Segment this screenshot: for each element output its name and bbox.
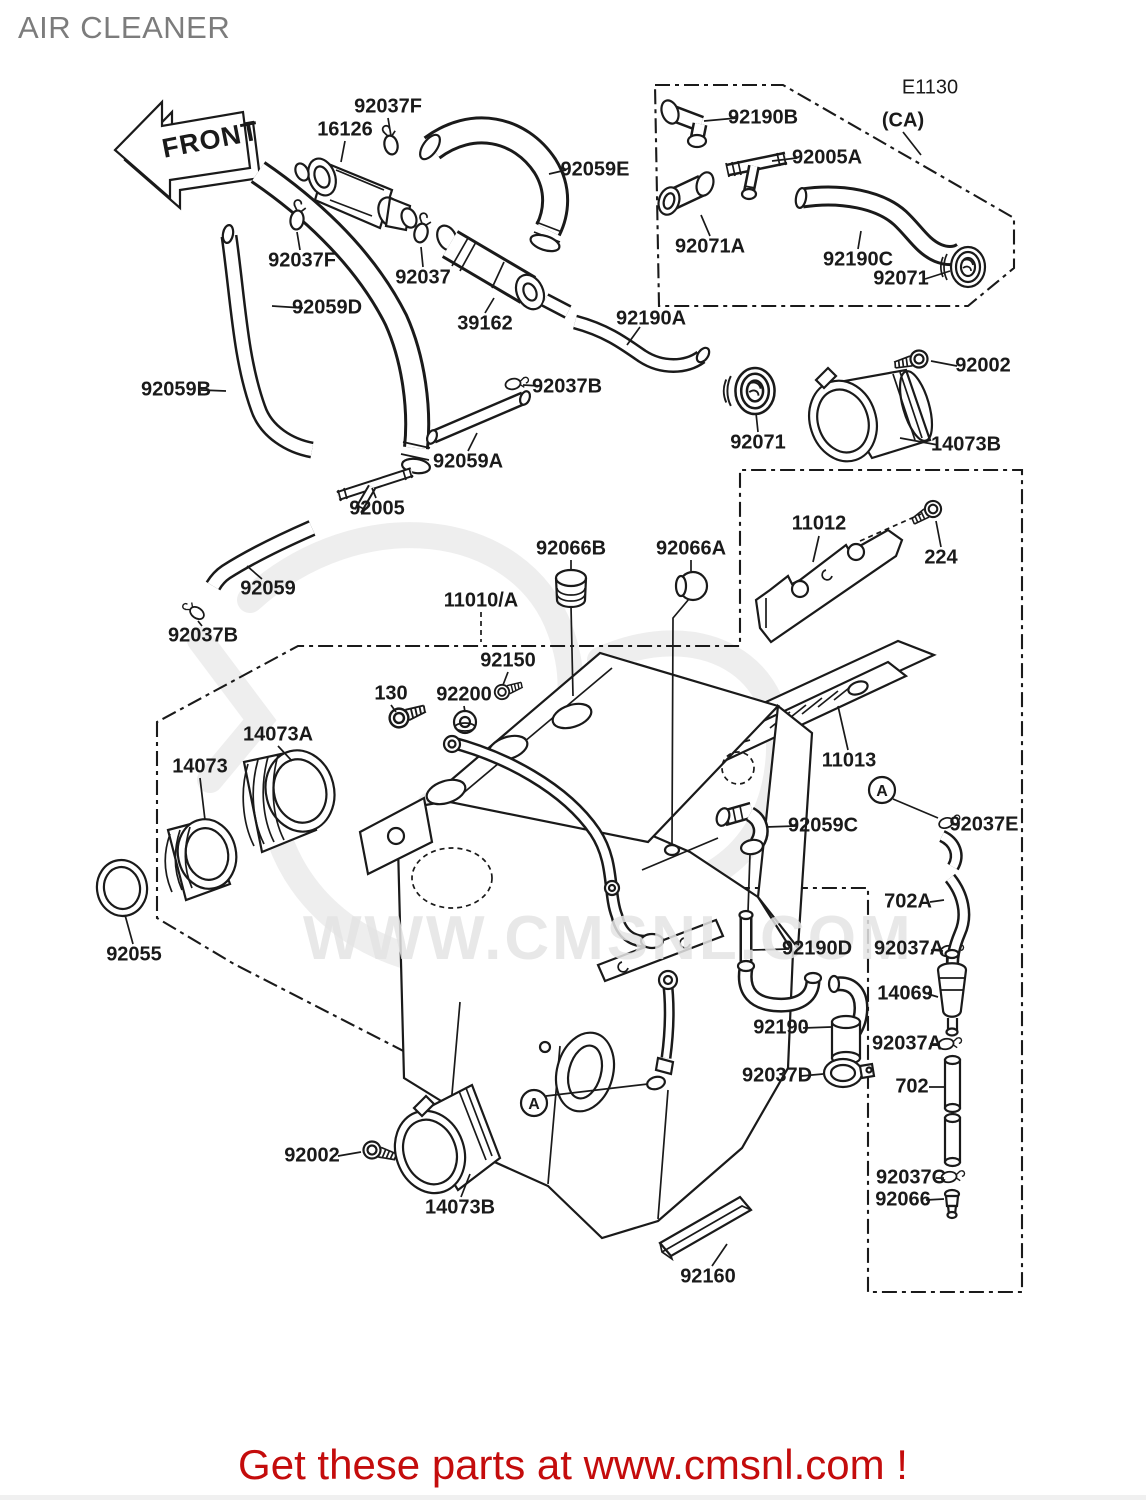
duct-14073b-bottom-drawing: [393, 1083, 502, 1195]
part-label-11013-33: 11013: [821, 749, 877, 772]
fitting-92059c-drawing: [715, 801, 769, 962]
hose-92059d-drawing: [250, 161, 431, 475]
hose-92190-drawing: [827, 974, 869, 1066]
part-label-92059b-13: 92059B: [140, 378, 212, 401]
ref-marker-a2: A: [519, 1088, 549, 1118]
pipe-92059a-drawing: [425, 390, 532, 445]
svg-text:A: A: [876, 783, 888, 800]
part-label-92190c-6: 92190C: [822, 248, 894, 271]
part-label-11012-20: 11012: [791, 512, 847, 535]
part-label-92071-18: 92071: [730, 431, 786, 454]
part-label-92059e-2: 92059E: [560, 158, 630, 181]
part-label-92066-45: 92066: [875, 1188, 931, 1211]
pad-92160-drawing: [658, 1195, 753, 1262]
part-label-92190b-3: 92190B: [727, 106, 799, 129]
part-label-92037c-44: 92037C: [875, 1166, 947, 1189]
part-label-92059-28: 92059: [240, 577, 296, 600]
housing-11010-drawing: [358, 651, 814, 1240]
page-title: AIR CLEANER: [18, 10, 231, 45]
part-label-130-26: 130: [374, 682, 408, 705]
part-label-702-43: 702: [895, 1075, 929, 1098]
part-label-92037a-38: 92037A: [873, 937, 945, 960]
part-label-11010a-24: 11010/A: [443, 589, 519, 612]
variant-ca-label: (CA): [881, 109, 925, 132]
elbow-92190b-drawing: [660, 99, 708, 149]
leader-lines: [124, 117, 958, 1267]
part-label-92059c-34: 92059C: [787, 814, 859, 837]
part-label-92059a-15: 92059A: [432, 450, 504, 473]
part-label-92190d-37: 92190D: [781, 937, 853, 960]
part-label-92037b-14: 92037B: [531, 375, 603, 398]
part-label-92160-48: 92160: [680, 1265, 736, 1288]
hose-92190c-drawing: [794, 185, 968, 266]
footer-banner: Get these parts at www.cmsnl.com !: [238, 1441, 908, 1488]
part-label-16126-1: 16126: [317, 118, 373, 141]
part-label-92037e-35: 92037E: [949, 813, 1019, 836]
hose-92190d-drawing: [736, 959, 823, 1013]
hose-92059b-drawing: [220, 223, 314, 459]
part-label-92005-16: 92005: [349, 497, 405, 520]
main-assembly-box: [155, 468, 1024, 1294]
hose-92059e-drawing: [419, 116, 570, 253]
part-label-92071a-5: 92071A: [674, 235, 746, 258]
part-label-14073-31: 14073: [172, 755, 228, 778]
part-label-92190-40: 92190: [753, 1016, 809, 1039]
part-label-92059d-9: 92059D: [291, 296, 363, 319]
part-label-92071-7: 92071: [873, 267, 929, 290]
hose-92059-drawing: [205, 520, 316, 591]
part-label-14069-39: 14069: [877, 982, 933, 1005]
nipple-92066-drawing: [943, 1188, 961, 1220]
fitting-92005-drawing: [336, 467, 414, 514]
duct-14073-drawing: [164, 818, 238, 902]
hose-92190a-drawing: [541, 293, 711, 373]
part-label-39162-11: 39162: [457, 312, 513, 335]
part-label-92066b-22: 92066B: [535, 537, 607, 560]
duct-14073b-right-drawing: [808, 366, 934, 463]
part-label-92150-25: 92150: [480, 649, 536, 672]
tube-702-drawing: [943, 1054, 962, 1168]
boundary-boxes: [155, 83, 1024, 1294]
part-label-224-21: 224: [924, 546, 958, 569]
part-label-14073b-19: 14073B: [930, 433, 1002, 456]
scan-edge-strip: [0, 1495, 1146, 1500]
part-label-92037a-41: 92037A: [871, 1032, 943, 1055]
part-label-14073b-47: 14073B: [424, 1196, 496, 1219]
part-label-92002-17: 92002: [955, 354, 1011, 377]
part-label-702a-36: 702A: [884, 890, 932, 913]
part-label-14073a-30: 14073A: [242, 723, 314, 746]
bracket-11012-drawing: [754, 528, 904, 644]
part-label-92037f-8: 92037F: [268, 249, 336, 272]
part-label-92066a-23: 92066A: [655, 537, 727, 560]
duct-14073a-drawing: [242, 749, 336, 854]
separator-14069-drawing: [936, 948, 968, 1037]
plug-92066a-drawing: [674, 570, 709, 602]
part-label-92002-46: 92002: [284, 1144, 340, 1167]
part-label-92005a-4: 92005A: [791, 146, 863, 169]
clamp-92037d-drawing: [822, 1057, 876, 1089]
front-arrow: FRONT: [113, 99, 261, 211]
ref-marker-a1: A: [867, 775, 897, 805]
svg-text:A: A: [528, 1096, 540, 1113]
part-label-92037b-29: 92037B: [167, 624, 239, 647]
part-label-92190a-12: 92190A: [615, 307, 687, 330]
valve-39162-drawing: [436, 224, 546, 311]
diagram-code-label: E1130: [901, 76, 959, 99]
part-label-92037-10: 92037: [395, 266, 451, 289]
ca-variant-box: [653, 83, 1016, 308]
sleeve-92071a-drawing: [657, 171, 715, 216]
part-label-92200-27: 92200: [436, 683, 492, 706]
part-label-92037f-0: 92037F: [354, 95, 422, 118]
part-label-92037d-42: 92037D: [741, 1064, 813, 1087]
hose-702a-drawing: [938, 830, 971, 973]
valve-16126-drawing: [294, 157, 418, 232]
part-label-92055-32: 92055: [106, 943, 162, 966]
